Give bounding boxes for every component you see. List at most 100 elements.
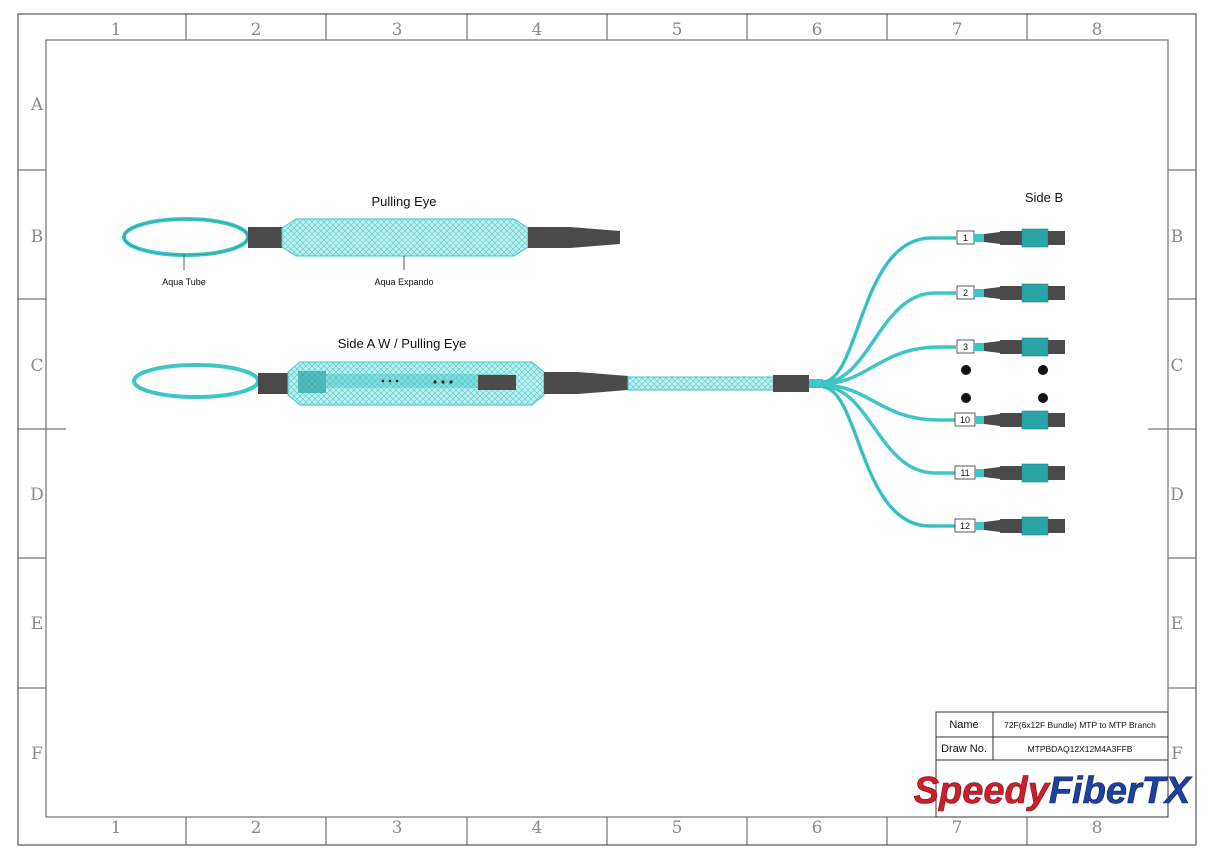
col-label: 7	[952, 818, 963, 838]
row-label: D	[30, 485, 44, 505]
connector-boot	[984, 232, 1000, 244]
connector-body	[1000, 231, 1022, 245]
aqua-tube-label: Aqua Tube	[162, 277, 206, 287]
col-label: 7	[952, 20, 963, 40]
col-label: 4	[532, 20, 543, 40]
connector-boot	[984, 414, 1000, 426]
row-label: E	[31, 614, 43, 634]
connector-body	[1000, 286, 1022, 300]
trunk-cable	[627, 376, 775, 391]
col-label: 1	[111, 20, 122, 40]
branch-leg-edges	[822, 237, 956, 527]
connector-housing	[1021, 410, 1049, 430]
connector-body	[1000, 413, 1022, 427]
column-ticks	[185, 14, 1028, 845]
col-label: 8	[1092, 818, 1103, 838]
breakout-boot	[773, 375, 809, 392]
connector-ferrule	[1048, 466, 1065, 480]
col-label: 6	[812, 818, 823, 838]
mtp-connector: 2	[956, 283, 1065, 303]
connector-housing	[1021, 283, 1049, 303]
col-label: 8	[1092, 20, 1103, 40]
connector-body	[1000, 340, 1022, 354]
connector-ferrule	[1048, 413, 1065, 427]
side-a-dots	[381, 379, 453, 384]
col-label: 2	[251, 20, 262, 40]
connector-ferrule	[1048, 286, 1065, 300]
connector-boot	[984, 287, 1000, 299]
connector-cable-stub	[975, 469, 984, 477]
connector-cable-stub	[975, 522, 984, 530]
connector-boot	[984, 341, 1000, 353]
side-b-branches: Side B 1 2	[822, 190, 1065, 536]
col-label: 6	[812, 20, 823, 40]
breakout-stub	[809, 379, 823, 388]
branch-tag-label: 2	[963, 288, 968, 298]
connector-cable-stub	[975, 416, 984, 424]
pulling-eye-assembly: Pulling Eye Aqua Tube Aqua Expando	[122, 194, 620, 287]
continuation-dots	[961, 365, 1048, 403]
row-label: A	[30, 95, 44, 115]
col-label: 4	[532, 818, 543, 838]
connector-body	[1000, 519, 1022, 533]
drawno-label: Draw No.	[941, 743, 987, 755]
row-label: B	[31, 227, 44, 247]
pulling-grip-block	[528, 227, 570, 248]
connector-boot	[984, 467, 1000, 479]
row-ticks	[18, 169, 1196, 689]
pulling-eye-title: Pulling Eye	[371, 194, 436, 209]
col-label: 5	[672, 818, 683, 838]
connector-housing	[1021, 228, 1049, 248]
row-label: F	[1171, 744, 1183, 764]
title-block-frame	[935, 711, 1169, 818]
side-a-grip-tip	[578, 372, 628, 394]
drawno-value: MTPBDAQ12X12M4A3FFB	[1028, 744, 1133, 754]
col-label: 5	[672, 20, 683, 40]
side-a-grip	[544, 372, 578, 394]
row-label: C	[1170, 356, 1183, 376]
column-labels-top: 1 2 3 4 5 6 7 8	[111, 20, 1103, 40]
row-labels-right: B C D E F	[1170, 227, 1184, 764]
connector-ferrule	[1048, 340, 1065, 354]
row-label: C	[30, 356, 43, 376]
side-a-ferrule	[258, 373, 288, 394]
pulling-grip-tip	[570, 227, 620, 248]
side-a-title: Side A W / Pulling Eye	[338, 336, 467, 351]
row-labels-left: A B C D E F	[30, 95, 44, 764]
aqua-tube-loop-edge	[123, 218, 249, 256]
logo-part-fibertx: FiberTX	[1049, 770, 1193, 812]
side-b-title: Side B	[1025, 190, 1063, 205]
title-block: Name 72F(6x12F Bundle) MTP to MTP Branch…	[913, 711, 1193, 818]
connector-cable-stub	[974, 234, 984, 242]
connector-housing	[1021, 337, 1049, 357]
aqua-expando-label: Aqua Expando	[374, 277, 433, 287]
side-a-mtp-fanout	[298, 371, 326, 393]
mtp-connector: 10	[954, 410, 1065, 430]
company-logo: SpeedyFiberTX	[914, 770, 1193, 812]
col-label: 2	[251, 818, 262, 838]
row-label: E	[1171, 614, 1183, 634]
side-a-assembly: Side A W / Pulling Eye	[132, 336, 823, 406]
connector-ferrule	[1048, 231, 1065, 245]
connector-body	[1000, 466, 1022, 480]
mtp-connector: 3	[956, 337, 1065, 357]
connector-ferrule	[1048, 519, 1065, 533]
column-labels-bottom: 1 2 3 4 5 6 7 8	[111, 818, 1103, 838]
side-a-sleeve	[287, 361, 545, 406]
branch-legs	[822, 236, 956, 528]
mtp-connector: 1	[956, 228, 1065, 248]
branch-tag-label: 3	[963, 342, 968, 352]
aqua-expando-sleeve	[281, 218, 529, 257]
col-label: 1	[111, 818, 122, 838]
branch-tag-label: 12	[960, 521, 970, 531]
row-label: D	[1170, 485, 1184, 505]
connector-cable-stub	[974, 289, 984, 297]
mtp-connector: 12	[954, 516, 1065, 536]
logo-part-speedy: Speedy	[914, 770, 1051, 812]
connector-cable-stub	[974, 343, 984, 351]
branch-tag-label: 10	[960, 415, 970, 425]
mtp-connector: 11	[954, 463, 1065, 483]
branch-tag-label: 1	[963, 233, 968, 243]
row-label: F	[31, 744, 43, 764]
